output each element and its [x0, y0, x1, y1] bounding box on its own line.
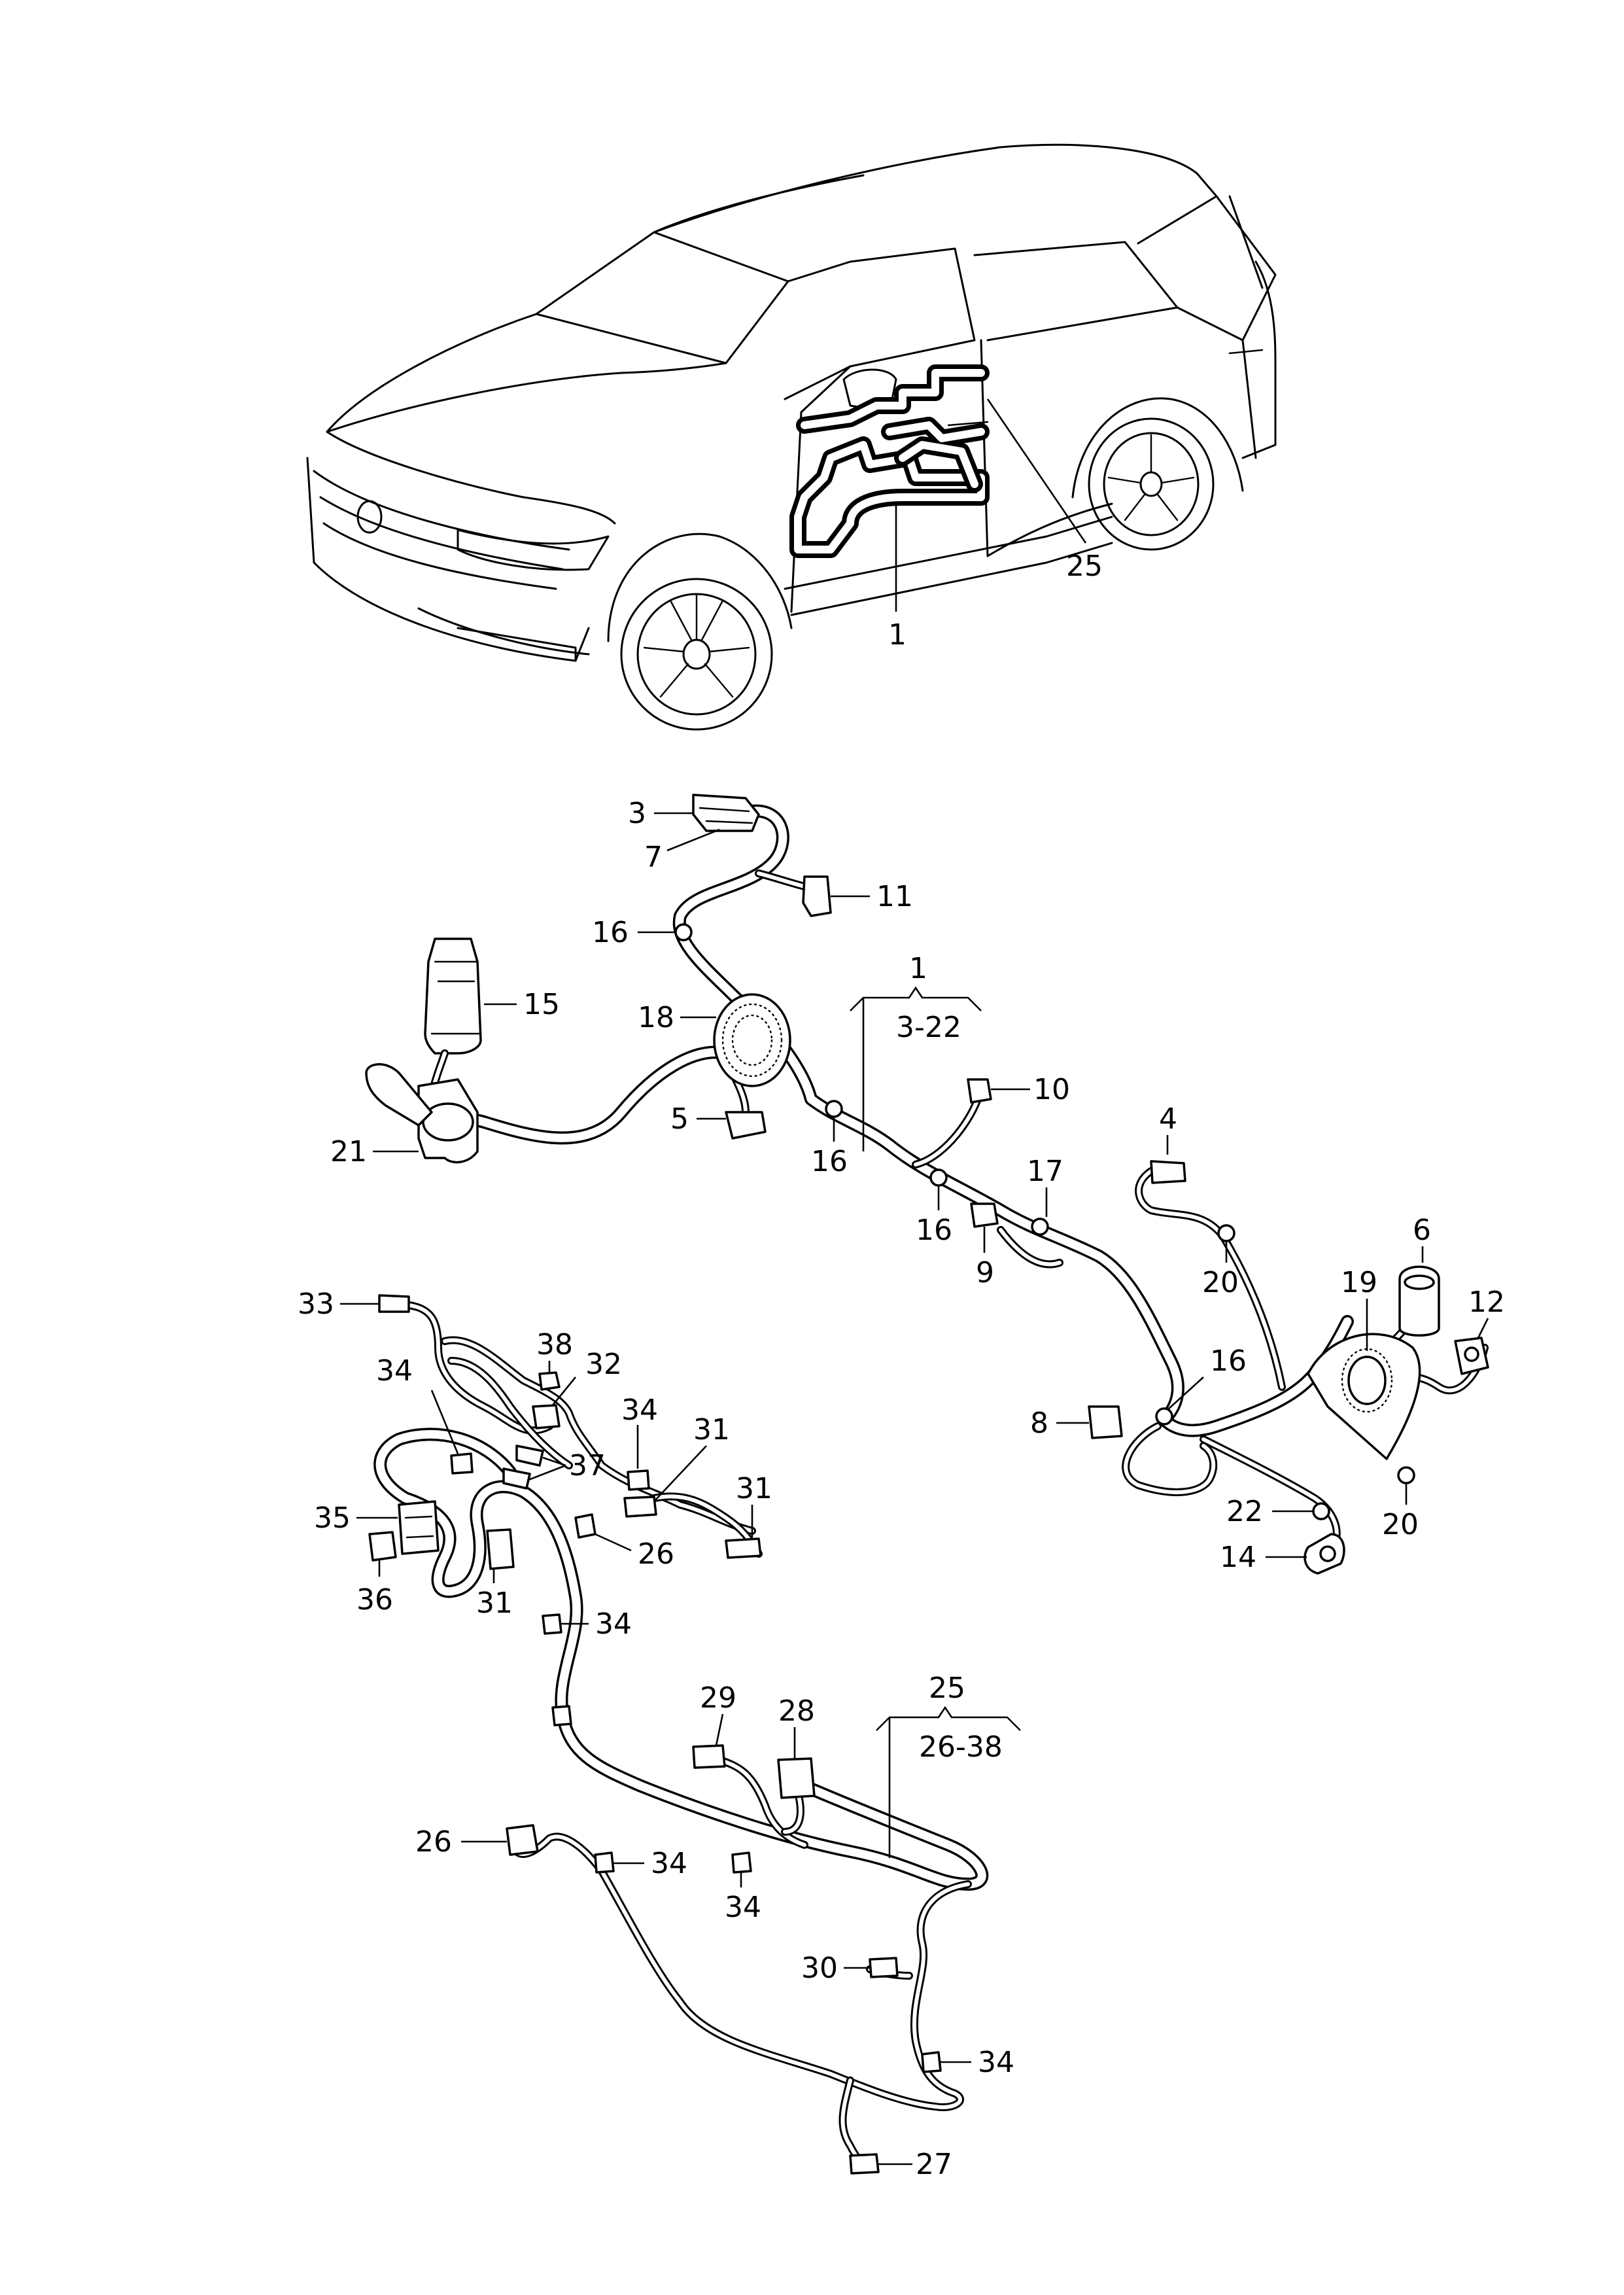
part-34-clip-f: [731, 1851, 752, 1874]
callout-20-a: 20: [1202, 1266, 1239, 1299]
callout-26-b: 26: [415, 1825, 452, 1859]
callout-21: 21: [330, 1135, 367, 1168]
callout-6: 6: [1413, 1214, 1431, 1247]
part-20-clip-b: [1397, 1466, 1415, 1484]
callout-5: 5: [670, 1102, 689, 1136]
part-16-clip-d: [1155, 1407, 1173, 1426]
part-36-bracket: [368, 1531, 397, 1562]
part-37-connector-b: [502, 1467, 531, 1490]
callout-32: 32: [585, 1348, 622, 1381]
callout-34-b: 34: [621, 1393, 658, 1427]
part-28-connector: [777, 1757, 816, 1799]
callout-29: 29: [700, 1681, 736, 1715]
part-33-connector: [378, 1294, 410, 1313]
part-5-connector: [725, 1111, 767, 1140]
callout-34-c: 34: [595, 1607, 632, 1641]
callout-36: 36: [356, 1583, 393, 1617]
callout-17: 17: [1027, 1155, 1063, 1188]
callout-7: 7: [644, 841, 663, 874]
part-11-connector: [802, 875, 832, 917]
callout-34-f: 34: [978, 2046, 1014, 2079]
callout-3-22: 3-22: [896, 1011, 961, 1044]
callout-34-d: 34: [651, 1847, 687, 1880]
door-harness-25: [368, 1294, 989, 2175]
part-34-clip-b: [627, 1469, 650, 1491]
callout-26-38: 26-38: [919, 1730, 1003, 1764]
callout-38: 38: [536, 1328, 573, 1361]
callout-37: 37: [569, 1449, 606, 1482]
part-35-module: [398, 1500, 440, 1555]
callout-27: 27: [916, 2148, 952, 2181]
callout-22: 22: [1226, 1495, 1263, 1528]
front-door-harness-1: [365, 794, 1489, 1575]
part-16-clip-b: [825, 1100, 843, 1118]
part-16-clip-c: [929, 1168, 948, 1187]
part-31-connector-b: [725, 1537, 762, 1559]
callout-8: 8: [1030, 1407, 1048, 1440]
part-20-clip-a: [1217, 1224, 1235, 1242]
callout-15: 15: [523, 988, 560, 1021]
part-37-connector-a: [515, 1445, 544, 1467]
part-30-connector: [869, 1957, 899, 1978]
part-34-clip-g: [921, 2051, 942, 2073]
callout-18: 18: [638, 1001, 674, 1034]
callout-4: 4: [1159, 1102, 1177, 1136]
callout-25-group: 25: [929, 1672, 965, 1705]
part-34-clip-c: [542, 1613, 562, 1635]
part-32-connector: [532, 1404, 561, 1429]
part-31-connector-a: [623, 1496, 657, 1518]
part-38-clip: [538, 1371, 561, 1391]
callout-1-group: 1: [909, 952, 927, 985]
callout-26-a: 26: [638, 1537, 674, 1571]
part-34-clip-a: [450, 1452, 474, 1475]
callout-25-vehicle: 25: [1066, 550, 1103, 583]
part-16-clip-a: [674, 923, 693, 941]
callout-16-c: 16: [916, 1214, 952, 1247]
callout-11: 11: [876, 880, 913, 913]
part-26-connector-b: [506, 1824, 539, 1856]
callout-16-b: 16: [811, 1145, 848, 1178]
part-31-connector-c: [486, 1528, 515, 1570]
callout-10: 10: [1033, 1073, 1070, 1106]
vehicle-overview: [306, 143, 1277, 731]
part-9-connector: [970, 1202, 999, 1228]
part-4-connector: [1150, 1160, 1186, 1184]
callout-34-e: 34: [725, 1891, 761, 1924]
part-15-connector-housing: [424, 937, 482, 1055]
part-29-connector: [692, 1744, 726, 1769]
callout-14: 14: [1220, 1541, 1256, 1574]
callout-33: 33: [298, 1288, 334, 1321]
callout-16-d: 16: [1210, 1344, 1247, 1378]
part-8-connector: [1088, 1405, 1123, 1439]
part-26-connector-a: [574, 1513, 596, 1539]
callout-31-c: 31: [476, 1586, 513, 1620]
callout-31-a: 31: [693, 1413, 730, 1446]
callout-28: 28: [778, 1694, 815, 1728]
part-17-clip: [1031, 1218, 1049, 1236]
part-27-connector: [849, 2153, 880, 2175]
callout-19: 19: [1341, 1266, 1377, 1299]
callout-31-b: 31: [736, 1472, 772, 1505]
callout-12: 12: [1468, 1286, 1505, 1319]
part-18-grommet: [713, 993, 791, 1087]
callout-30: 30: [801, 1952, 838, 1985]
callout-16-a: 16: [592, 916, 629, 949]
callout-20-b: 20: [1382, 1508, 1419, 1541]
part-22-clip: [1312, 1502, 1330, 1520]
part-34-clip-e: [594, 1851, 615, 1874]
callout-3: 3: [628, 797, 646, 830]
callout-1-vehicle: 1: [888, 618, 907, 652]
part-3-connector: [692, 794, 760, 832]
callout-35: 35: [314, 1501, 351, 1535]
part-34-clip-d: [551, 1705, 572, 1726]
callout-34-a: 34: [376, 1354, 413, 1388]
callout-9: 9: [976, 1256, 994, 1289]
part-10-connector: [967, 1078, 992, 1104]
